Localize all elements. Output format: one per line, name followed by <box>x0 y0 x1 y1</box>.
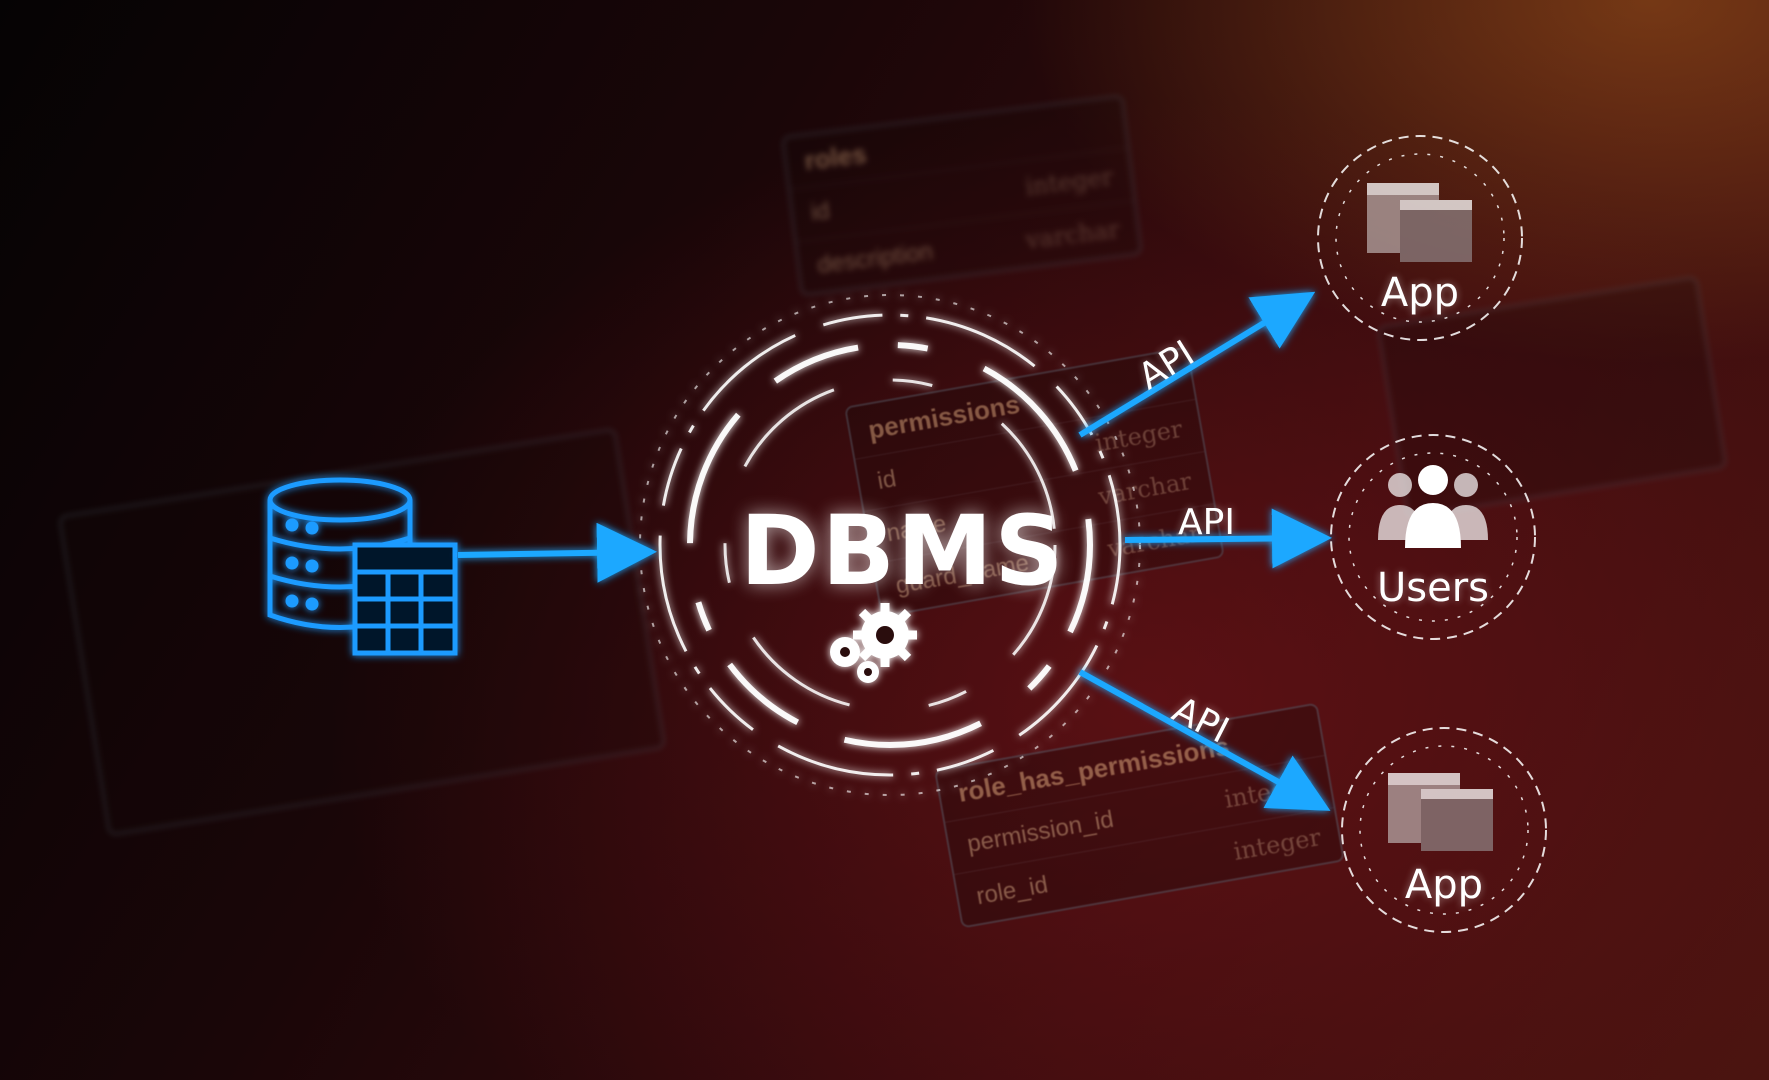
api-arrows <box>457 291 1332 811</box>
app-top-ring-icon <box>1317 135 1523 341</box>
app-window-icon <box>1388 773 1493 851</box>
dbms-ring-icon <box>639 294 1141 796</box>
gears-icon <box>830 603 917 683</box>
node-label: App <box>1404 862 1484 908</box>
node-app-bottom: App <box>1364 862 1524 908</box>
node-app-top: App <box>1340 270 1500 316</box>
arrow-source-to-dbms <box>457 522 657 583</box>
node-label: App <box>1380 270 1460 316</box>
database-table-icon <box>267 477 458 656</box>
users-icon <box>1378 465 1488 548</box>
app-window-icon <box>1367 183 1472 262</box>
users-ring-icon <box>1330 434 1536 640</box>
dbms-label: DBMS <box>740 495 1066 607</box>
api-label-middle: API <box>1178 502 1235 543</box>
app-bottom-ring-icon <box>1341 727 1547 933</box>
arrow-dbms-to-users <box>1124 508 1332 569</box>
node-users: Users <box>1353 565 1513 611</box>
arrow-dbms-to-app-bottom <box>1078 669 1331 811</box>
arrow-dbms-to-app-top <box>1078 291 1316 438</box>
node-label: Users <box>1376 565 1489 611</box>
